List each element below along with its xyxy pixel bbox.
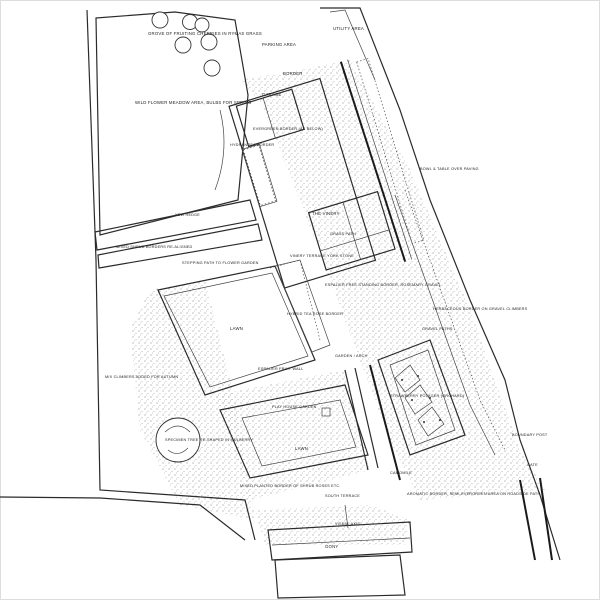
label-yew-hedge: YEW HEDGE: [175, 213, 200, 217]
herbaceous-border: [394, 189, 506, 456]
label-gravel-paths: GRAVEL PATHS: [422, 327, 453, 331]
label-gate: GATE: [527, 463, 538, 467]
central-path: [344, 364, 401, 481]
orchard: [377, 339, 466, 456]
label-visual-axis: VISUAL AXIS: [335, 522, 360, 526]
label-fruiting-cherries: GROVE OF FRUITING CHERRIES IN RYMAS GRAS…: [148, 31, 262, 36]
garage: [235, 88, 305, 148]
label-south-terrace: SOUTH TERRACE: [325, 494, 360, 498]
cherry-tree: [200, 33, 218, 51]
label-orchard: STRAWBERRY POTAGER (ORCHARD): [390, 394, 465, 398]
label-hydrangea: HYDRANGEA BORDER: [230, 143, 274, 147]
label-mixed-shrub: MIXED SHRUB BORDERS RE-ALIGNED: [116, 245, 193, 249]
label-mixed-planted: MIXED PLANTED BORDER OF SHRUB ROSES ETC.: [240, 484, 341, 488]
wild-flower-meadow: [95, 11, 249, 236]
label-herbaceous: HERBACEOUS BORDER ON GRAVEL CLIMBERS: [433, 307, 528, 311]
label-specimen-tree: SPECIMEN TREE RE-SHAPED IN MULBERRY: [165, 438, 253, 442]
label-garden-arch: GARDEN / ARCH: [335, 354, 368, 358]
cherry-grove: [151, 11, 221, 77]
label-hybrid-tea: HYBRID TEA ROSE BORDER: [287, 312, 343, 316]
label-play-house: PLAY HOUSE GARDEN: [272, 405, 317, 409]
label-parking: PARKING AREA: [262, 42, 296, 47]
label-stepping-path: STEPPING PATH TO FLOWER GARDEN: [182, 261, 259, 265]
evergreen-border: [241, 143, 278, 208]
label-wild-flower: WILD FLOWER MEADOW AREA, BULBS FOR SPRIN…: [135, 100, 252, 105]
plan-labels: GROVE OF FRUITING CHERRIES IN RYMAS GRAS…: [105, 26, 548, 549]
label-evergreen-border: EVERGREEN BORDER (AS BELOW): [253, 127, 323, 131]
label-border: BORDER: [283, 71, 303, 76]
gony-area: [274, 554, 406, 599]
label-bowl-table: BOWL & TABLE OVER PAVING: [420, 167, 479, 171]
specimen-tree-group: [155, 417, 201, 463]
label-boundary-post: BOUNDARY POST: [512, 433, 548, 437]
label-mix-climbers: MIX CLIMBERS ADDED FOR AUTUMN: [105, 375, 178, 379]
label-espalier-wall: ESPALIER FRUIT WALL: [258, 367, 304, 371]
label-utility: UTILITY AREA: [333, 26, 364, 31]
label-lawn-small: LAWN: [295, 446, 308, 451]
gravel-surfaces: [130, 60, 545, 545]
cherry-tree: [174, 36, 192, 54]
main-lawn: [157, 259, 321, 396]
label-vinery: THE VINERY: [312, 211, 340, 216]
play-house-garden: [219, 384, 369, 479]
label-camomile: CAMOMILE: [390, 471, 412, 475]
label-lawn-main: LAWN: [230, 326, 243, 331]
vinery-block: [228, 58, 425, 289]
label-grass-path: GRASS PATH: [330, 232, 356, 236]
label-garage: GARAGE: [262, 92, 282, 97]
south-boundary: [0, 477, 553, 561]
specimen-tree: [155, 417, 201, 463]
label-espalier-border: ESPALIER FREE STANDING BORDER, ROSEMARY …: [325, 283, 441, 287]
rose-border: [274, 259, 331, 353]
label-aromatic-border: AROMATIC BORDER, SEMI-EVERGREEN AREA ON …: [407, 492, 540, 496]
cherry-tree: [151, 11, 169, 29]
label-gony: GONY: [325, 544, 338, 549]
cherry-tree: [194, 17, 210, 33]
south-terrace: [267, 521, 413, 561]
cherry-tree: [203, 59, 221, 77]
grass-path: [94, 199, 263, 269]
label-vinery-terrace: VINERY TERRACE YORK STONE: [290, 254, 354, 258]
